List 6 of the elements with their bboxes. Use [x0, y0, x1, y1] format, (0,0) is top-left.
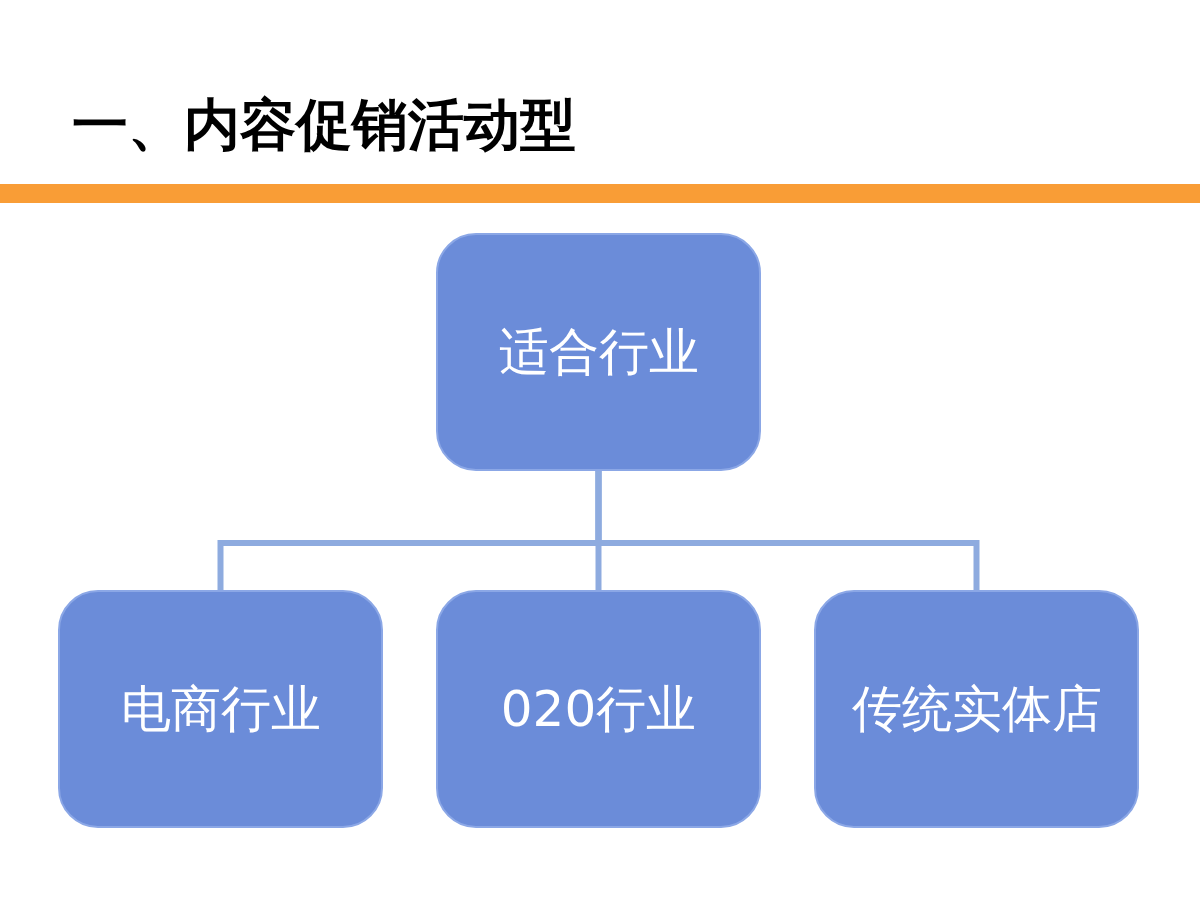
- rounded-box: 020行业: [436, 590, 761, 828]
- title: 一、内容促销活动型: [72, 91, 576, 159]
- connector: [595, 471, 980, 590]
- rounded-box: 传统实体店: [814, 590, 1139, 828]
- rounded-box: 适合行业: [436, 233, 761, 471]
- rounded-box: 电商行业: [58, 590, 383, 828]
